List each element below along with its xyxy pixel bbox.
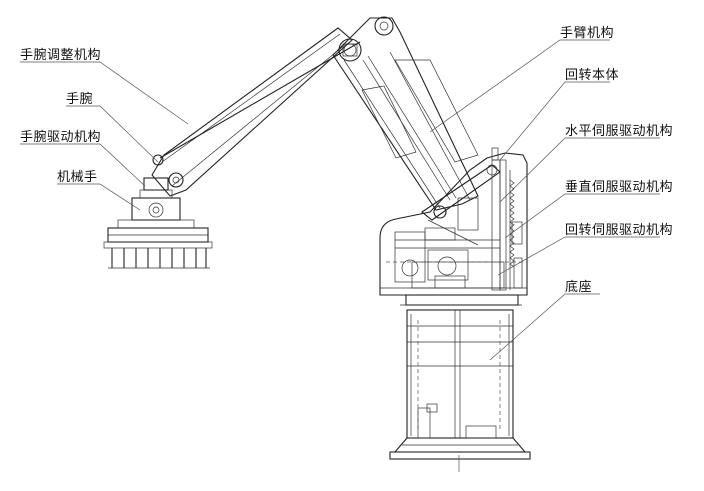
leader-lines (20, 39, 660, 361)
label-horizontal-servo: 水平伺服驱动机构 (565, 124, 674, 139)
label-wrist-adjust: 手腕调整机构 (20, 48, 102, 63)
rotary-body (379, 147, 528, 306)
label-arm: 手臂机构 (560, 26, 615, 41)
gripper (103, 177, 213, 269)
arm-mechanism (151, 16, 501, 246)
label-vertical-servo: 垂直伺服驱动机构 (565, 180, 674, 195)
label-wrist-drive: 手腕驱动机构 (20, 130, 102, 145)
label-gripper: 机械手 (57, 170, 98, 185)
label-base: 底座 (565, 280, 593, 295)
base-structure (389, 309, 531, 472)
label-rotary-servo: 回转伺服驱动机构 (565, 223, 674, 238)
label-wrist: 手腕 (66, 92, 94, 107)
label-rotary-body: 回转本体 (565, 68, 620, 83)
